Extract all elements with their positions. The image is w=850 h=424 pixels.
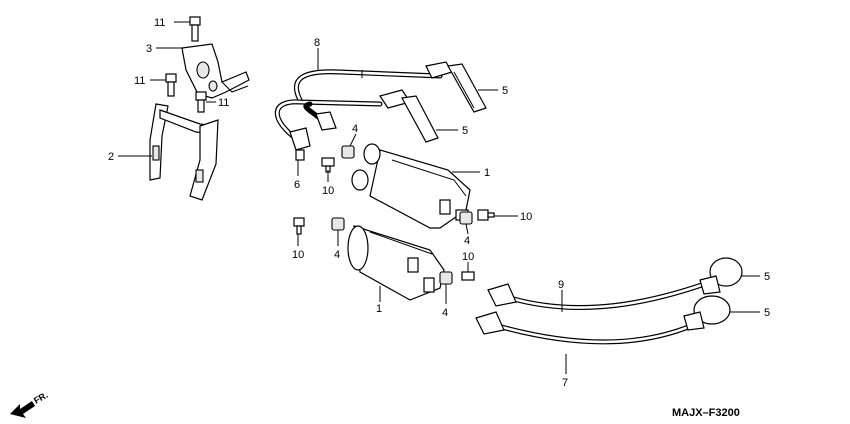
cord-8: [293, 69, 443, 103]
plug-cap-5-mid: [379, 89, 439, 143]
bolt-11-mid: [195, 91, 207, 113]
callout-10-c: 10: [292, 249, 304, 261]
ignition-coil-upper: [351, 143, 471, 229]
callout-10-b: 10: [520, 211, 532, 223]
callout-1-lower: 1: [376, 303, 382, 315]
cord-9: [507, 277, 719, 311]
terminal-6: [289, 127, 311, 161]
plug-cap-5-right-lower: [683, 295, 731, 331]
callout-4-c: 4: [334, 249, 340, 261]
diagram-code: MAJX–F3200: [672, 407, 740, 419]
upper-bracket: [181, 43, 250, 99]
callout-10-d: 10: [462, 251, 474, 263]
screw-10-d: [461, 271, 475, 281]
callout-4-d: 4: [442, 307, 448, 319]
callout-1-upper: 1: [484, 167, 490, 179]
callout-3: 3: [146, 43, 152, 55]
terminal-9: [487, 283, 517, 307]
terminal-7: [475, 311, 505, 335]
lower-bracket: [149, 103, 219, 201]
nut-4-a: [341, 145, 355, 159]
callout-5-mid: 5: [462, 125, 468, 137]
callout-5-right-upper: 5: [764, 271, 770, 283]
nut-4-b: [459, 211, 473, 225]
plug-cap-5-right-upper: [699, 257, 743, 295]
callout-11-left: 11: [134, 75, 145, 87]
terminal-8: [315, 111, 337, 131]
callout-10-a: 10: [322, 185, 334, 197]
callout-2: 2: [108, 151, 114, 163]
callout-8: 8: [314, 37, 320, 49]
front-indicator: FR.: [32, 390, 50, 406]
front-arrow-icon: [10, 401, 35, 418]
callout-5-right-lower: 5: [764, 307, 770, 319]
cord-7: [495, 319, 703, 345]
callout-9: 9: [558, 279, 564, 291]
callout-6: 6: [294, 179, 300, 191]
screw-10-a: [321, 157, 335, 173]
ignition-coil-lower: [347, 225, 445, 301]
plug-cap-5-upper: [425, 61, 487, 113]
nut-4-c: [331, 217, 345, 231]
bolt-11-top: [189, 16, 201, 42]
callout-4-a: 4: [352, 123, 358, 135]
screw-10-c: [293, 217, 305, 235]
leader-lines: [118, 21, 760, 374]
callout-4-b: 4: [464, 235, 470, 247]
callout-11-mid: 11: [218, 97, 229, 109]
callout-7: 7: [562, 377, 568, 389]
screw-10-b: [477, 209, 495, 221]
nut-4-d: [439, 271, 453, 285]
bolt-11-left: [165, 73, 177, 97]
callout-11-top: 11: [154, 17, 165, 29]
callout-5-upper: 5: [502, 85, 508, 97]
